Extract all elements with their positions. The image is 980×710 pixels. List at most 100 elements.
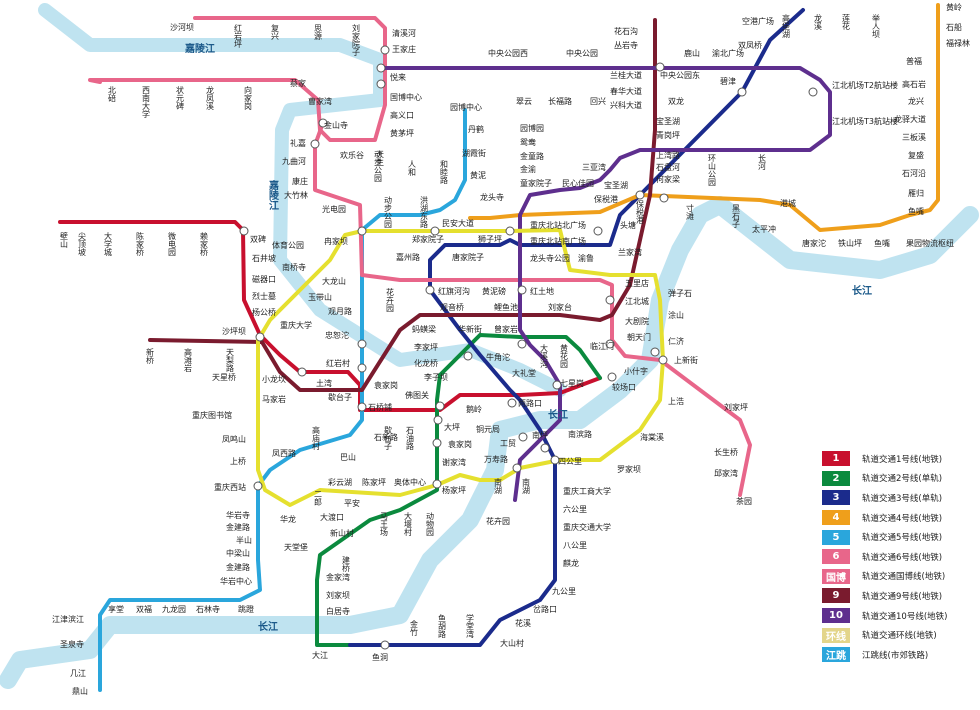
interchange-station-marker xyxy=(659,193,669,203)
station-label: 渝鲁 xyxy=(578,253,594,263)
station-label: 岔路口 xyxy=(533,604,557,614)
legend-label: 轨道交通国博线(地铁) xyxy=(862,572,946,583)
station-label: 玉带山 xyxy=(308,292,332,302)
station-label: 重庆图书馆 xyxy=(192,410,232,420)
interchange-station-marker xyxy=(605,295,615,305)
station-label: 和睦路 xyxy=(440,160,449,184)
station-label: 金渝 xyxy=(520,164,536,174)
station-label: 观音桥 xyxy=(440,302,464,312)
station-label: 金建路 xyxy=(226,562,250,572)
interchange-station-marker xyxy=(376,63,386,73)
interchange-station-marker xyxy=(517,285,527,295)
line-2 xyxy=(315,333,602,647)
station-label: 复盛 xyxy=(908,150,924,160)
station-label: 杨家坪 xyxy=(442,485,466,495)
station-label: 中央公园东 xyxy=(660,70,700,80)
interchange-station-marker xyxy=(512,463,522,473)
station-label: 微电园 xyxy=(168,231,177,257)
station-label: 歇台子 xyxy=(328,392,352,402)
station-label: 光电园 xyxy=(322,204,346,214)
interchange-station-marker xyxy=(357,226,367,236)
station-label: 石河沿 xyxy=(902,168,926,178)
station-label: 刘家院子 xyxy=(352,23,361,56)
legend-label: 轨道交通2号线(单轨) xyxy=(862,474,943,485)
interchange-station-marker xyxy=(658,355,668,365)
station-label: 大龙山 xyxy=(322,276,346,286)
line-1 xyxy=(58,220,602,412)
station-label: 石船 xyxy=(946,22,962,32)
station-label: 南桥寺 xyxy=(282,262,306,272)
station-label: 莲花 xyxy=(842,13,851,31)
legend-badge: 国博 xyxy=(822,568,850,584)
station-label: 重庆北站南广场 xyxy=(530,236,586,246)
station-label: 观月路 xyxy=(328,306,352,316)
station-label: 石林寺 xyxy=(196,604,220,614)
interchange-station-marker xyxy=(605,339,615,349)
station-label: 弹子石 xyxy=(668,288,692,298)
station-label: 上桥 xyxy=(230,456,246,466)
station-label: 曹家湾 xyxy=(308,96,332,106)
station-label: 万寿路 xyxy=(484,454,508,464)
station-label: 建桥 xyxy=(342,555,351,573)
station-label: 二郎 xyxy=(314,490,323,507)
station-label: 佛图关 xyxy=(405,390,429,400)
station-label: 三板溪 xyxy=(902,132,926,142)
interchange-station-marker xyxy=(435,401,445,411)
station-label: 大堰村 xyxy=(404,511,413,536)
station-label: 西南大学 xyxy=(142,86,151,118)
station-label: 鲤鱼池 xyxy=(494,302,518,312)
station-label: 民心佳园 xyxy=(562,178,594,188)
station-label: 忠恕沱 xyxy=(325,330,349,340)
station-label: 大竹林 xyxy=(284,190,308,200)
station-label: 唐家沱 xyxy=(802,238,826,248)
station-label: 华龙 xyxy=(280,514,296,524)
station-label: 金童路 xyxy=(520,151,544,161)
station-label: 龙驿大道 xyxy=(894,114,926,124)
legend-item: 环线轨道交通环线(地铁) xyxy=(822,625,980,645)
station-label: 土湾 xyxy=(316,378,332,388)
station-label: 马王场 xyxy=(380,512,389,537)
station-label: 空港广场 xyxy=(742,16,774,26)
interchange-station-marker xyxy=(380,45,390,55)
interchange-stations xyxy=(239,45,818,650)
legend-badge: 2 xyxy=(822,470,850,486)
station-label: 四公里 xyxy=(558,457,582,466)
station-label: 学堂湾 xyxy=(466,613,475,639)
station-label: 江北城 xyxy=(625,297,649,306)
station-label: 上新街 xyxy=(674,355,698,365)
station-label: 高庙村 xyxy=(312,425,321,450)
interchange-station-marker xyxy=(737,87,747,97)
line-6 xyxy=(88,16,387,142)
station-label: 南滨路 xyxy=(568,429,592,439)
station-label: 刘家坪 xyxy=(724,402,748,412)
station-label: 民安大道 xyxy=(442,218,474,228)
station-label: 何家梁 xyxy=(656,174,680,184)
station-label: 中央公园 xyxy=(566,48,598,58)
station-label: 尖顶坡 xyxy=(78,231,87,257)
interchange-station-marker xyxy=(376,79,386,89)
river-label-yangtze-west: 长江 xyxy=(258,620,278,633)
legend-badge: 3 xyxy=(822,490,850,506)
station-label: 寸滩 xyxy=(686,203,695,221)
station-label: 北碚 xyxy=(108,86,117,103)
station-label: 大礼堂 xyxy=(512,368,536,378)
interchange-station-marker xyxy=(430,226,440,236)
station-label: 石桥铺 xyxy=(368,402,392,412)
legend-badge: 1 xyxy=(822,451,850,467)
station-label: 上湾路 xyxy=(656,150,680,160)
line-5 xyxy=(98,108,467,692)
station-label: 红土地 xyxy=(530,286,554,296)
station-label: 两路口 xyxy=(518,398,542,408)
station-label: 花卉园 xyxy=(386,287,395,313)
station-label: 湖霞街 xyxy=(462,148,486,158)
station-label: 双龙 xyxy=(668,96,684,106)
interchange-station-marker xyxy=(380,640,390,650)
legend-badge: 9 xyxy=(822,588,850,604)
station-label: 双福 xyxy=(136,605,152,614)
station-label: 头塘 xyxy=(620,220,636,230)
station-label: 八公里 xyxy=(563,541,587,550)
